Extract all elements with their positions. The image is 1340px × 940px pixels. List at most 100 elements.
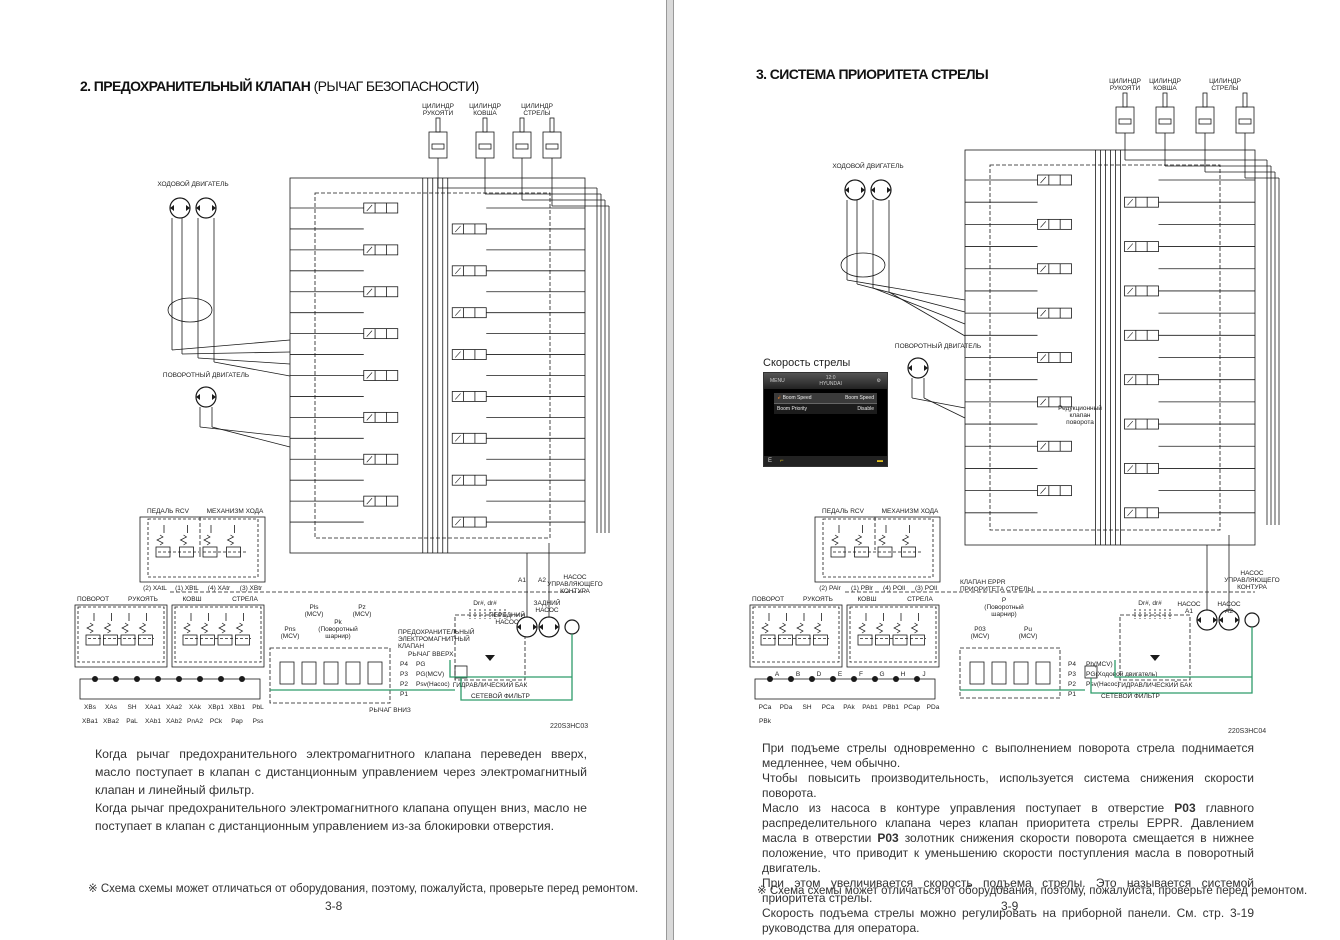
diagram-label: P: [1002, 597, 1006, 604]
diagram-label: ЦИЛИНДР: [422, 103, 454, 110]
cylinder-piston: [1118, 118, 1132, 125]
diagram-label: P3: [1068, 671, 1076, 678]
body-text-left: Когда рычаг предохранительного электрома…: [95, 745, 587, 835]
spool-valve: [1037, 440, 1072, 452]
joint-dot: [851, 676, 857, 682]
spool-valve: [1124, 329, 1159, 341]
diagram-label: ПОВОРОТНЫЙ ДВИГАТЕЛЬ: [163, 370, 249, 379]
diagram-label: клапан: [1069, 412, 1090, 419]
spring-icon: [200, 622, 209, 634]
valve-arrow-icon: [366, 414, 373, 421]
flow-arrow-icon: [517, 624, 537, 630]
valve-arrow-icon: [1040, 354, 1047, 361]
body-text-right: При подъеме стрелы одновременно с выполн…: [762, 741, 1254, 936]
flow-arrow-icon: [196, 205, 216, 211]
valve-arrow-icon: [455, 225, 461, 233]
spool-valve: [1124, 241, 1159, 252]
spool-valve: [1037, 218, 1072, 230]
remote-control-valve: [752, 606, 840, 663]
diagram-label: РУКОЯТИ: [1110, 85, 1141, 92]
hydraulic-line: [199, 426, 291, 438]
swivel-joint-outline: [840, 252, 886, 278]
flow-arrow-icon: [908, 365, 928, 371]
spring-icon: [901, 534, 910, 546]
diagram-label: КОВШ: [182, 596, 201, 603]
diagram-label: P03: [974, 626, 986, 633]
diagram-label: (4) POll: [883, 585, 906, 592]
diagram-label: Pss: [253, 718, 265, 725]
joint-dot: [155, 676, 161, 682]
spring-icon: [875, 622, 884, 634]
diagram-label: (3) XBtr: [240, 585, 263, 592]
diagram-label: A: [775, 671, 780, 678]
joint-dot: [239, 676, 245, 682]
hydraulic-line: [213, 361, 291, 377]
spring-icon: [86, 622, 94, 634]
valve-arrow-icon: [366, 204, 373, 212]
diagram-label: XBa2: [103, 718, 119, 725]
cylinder-piston: [545, 143, 559, 150]
diagram-label: B: [796, 671, 800, 678]
hydraulic-line: [888, 291, 966, 337]
diagram-label: Pns: [284, 626, 296, 633]
valve-arrow-icon: [366, 456, 373, 463]
valve-arrow-icon: [366, 288, 373, 295]
valve-arrow-icon: [366, 330, 373, 337]
valve-arrow-icon: [1040, 176, 1047, 184]
hydraulic-line: [872, 287, 966, 325]
diagram-label: СЕТЕВОЙ ФИЛЬТР: [1101, 691, 1160, 700]
brand: HYUNDAI: [819, 381, 842, 387]
flow-arrow-icon: [871, 187, 891, 193]
diagram-code: 220S3HC04: [1228, 728, 1267, 735]
solenoid-valve: [969, 661, 985, 685]
diagram-label: ЗАДНИЙ: [534, 598, 561, 607]
spring-icon: [854, 534, 863, 546]
diagram-label: PAk: [843, 704, 855, 711]
diagram-label: (MCV): [971, 633, 990, 640]
valve-arrow-icon: [1127, 198, 1134, 206]
header-left: Boom Speed: [782, 395, 812, 401]
spool-valve: [1124, 374, 1159, 386]
diagram-label: XBs: [84, 704, 97, 711]
diagram-label: шарнир): [325, 633, 350, 640]
diagram-label: ЭЛЕКТРОМАГНИТНЫЙ: [398, 634, 470, 643]
pressure-reducer: [778, 634, 793, 646]
spring-icon: [226, 534, 235, 546]
valve-arrow-icon: [455, 309, 461, 316]
valve-arrow-icon: [455, 476, 461, 484]
valve-arrow-icon: [455, 351, 461, 358]
page-title-left: 2. ПРЕДОХРАНИТЕЛЬНЫЙ КЛАПАН (РЫЧАГ БЕЗОП…: [80, 78, 479, 94]
diagram-label: P2: [1068, 681, 1076, 688]
shuttle-block: [79, 678, 261, 700]
spool-valve: [1037, 307, 1072, 319]
spring-icon: [893, 622, 901, 634]
diagram-label: PDa: [927, 704, 940, 711]
cylinder-rod: [1122, 92, 1128, 108]
cylinder-piston: [431, 143, 445, 150]
flow-arrow-icon: [1197, 617, 1217, 623]
diagram-label: ХОДОВОЙ ДВИГАТЕЛЬ: [832, 161, 903, 170]
diagram-label: XBa1: [82, 718, 98, 725]
diagram-label: PG(MCV): [416, 671, 444, 678]
spool-valve: [1124, 196, 1159, 208]
diagram-label: ПОВОРОТ: [77, 596, 109, 603]
diagram-label: D: [817, 671, 822, 678]
diagram-label: PCa: [822, 704, 835, 711]
cylinder-rod: [1242, 92, 1248, 108]
spring-icon: [156, 534, 164, 546]
diagram-label: КОВШ: [857, 596, 876, 603]
solenoid-valve: [367, 661, 383, 685]
diagram-label: ПЕДАЛЬ RCV: [822, 508, 865, 515]
diagram-label: Dr#, dr#: [1138, 600, 1162, 607]
paragraph: При подъеме стрелы одновременно с выполн…: [762, 741, 1254, 770]
diagram-label: поворота: [1066, 419, 1094, 426]
diagram-label: (MCV): [1019, 633, 1038, 640]
valve-arrow-icon: [1127, 509, 1134, 517]
valve-arrow-icon: [1127, 376, 1134, 383]
diagram-label: НАСОС: [1177, 601, 1200, 608]
diagram-label: PBk: [759, 718, 772, 725]
diagram-label: SH: [127, 704, 136, 711]
diagram-label: (1) PBlr: [851, 585, 874, 592]
